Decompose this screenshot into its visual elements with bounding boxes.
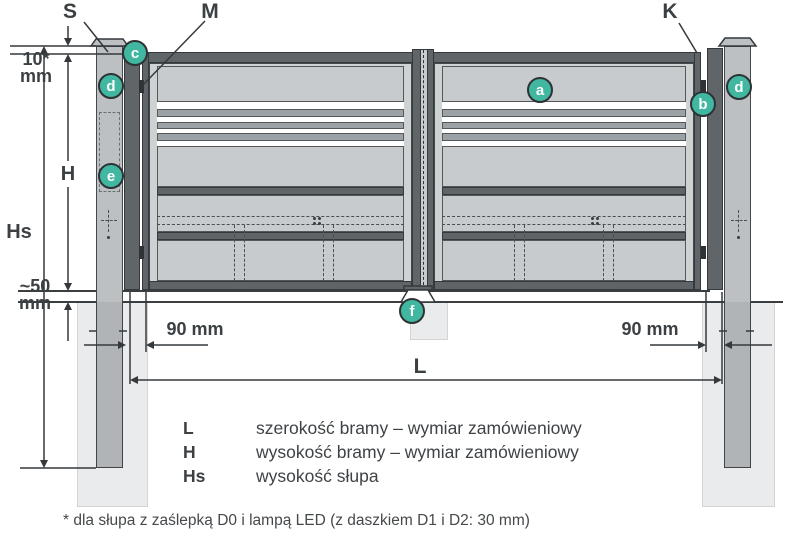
legend-key: Hs	[183, 466, 206, 486]
center-stile	[412, 49, 434, 291]
hinge-bottom-right	[701, 246, 706, 259]
leaf-slat	[442, 133, 686, 141]
drill-mark-left	[108, 210, 109, 232]
callout-c-badge: c	[122, 40, 148, 66]
leaf-panel	[157, 66, 404, 102]
callout-d-badge-left: d	[98, 73, 124, 99]
legend-key: H	[183, 442, 196, 462]
legend-row-h: H wysokość bramy – wymiar zamówieniowy	[183, 442, 579, 463]
leaf-rail	[442, 232, 686, 240]
callout-e-badge: e	[98, 163, 124, 189]
left-post-underground	[96, 302, 123, 468]
leaf-panel	[157, 146, 404, 187]
leaf-bottom-rail	[434, 281, 694, 290]
leader-line-s	[83, 21, 109, 53]
leaf-slat	[157, 122, 404, 129]
leaf-slat	[442, 122, 686, 129]
leaf-rail	[442, 187, 686, 195]
gate-bottom-line	[18, 290, 710, 292]
dim-ground-clearance-unit: mm	[18, 293, 51, 313]
hinge-top-right	[701, 80, 706, 93]
callout-f-badge: f	[399, 298, 425, 324]
dim-post-height: Hs	[6, 221, 32, 243]
leaf-panel	[442, 146, 686, 187]
post-accessory-zone	[99, 112, 120, 192]
label-k: K	[662, 0, 678, 23]
legend-key: L	[183, 418, 194, 438]
hinge-bottom-left	[139, 246, 144, 259]
right-post	[724, 46, 751, 468]
leaf-panel	[442, 240, 686, 281]
legend-desc: szerokość bramy – wymiar zamówieniowy	[256, 418, 582, 438]
right-post-cap	[717, 37, 758, 47]
legend-desc: wysokość słupa	[256, 466, 379, 486]
legend-row-l: L szerokość bramy – wymiar zamówieniowy	[183, 418, 582, 439]
dim-top-offset-unit: mm	[19, 66, 52, 86]
leader-line-k	[678, 22, 698, 54]
leaf-slat	[157, 109, 404, 117]
callout-a-badge: a	[527, 77, 553, 103]
right-post-underground	[724, 302, 751, 468]
hinge-top-left	[139, 80, 144, 93]
leaf-slat	[157, 133, 404, 141]
label-m: M	[201, 0, 219, 23]
footnote: * dla słupa z zaślepką D0 i lampą LED (z…	[63, 512, 530, 529]
callout-d-badge-right: d	[726, 74, 752, 100]
leaf-panel	[157, 195, 404, 232]
callout-b-badge: b	[690, 91, 716, 117]
leaf-rail	[157, 232, 404, 240]
legend-desc: wysokość bramy – wymiar zamówieniowy	[256, 442, 579, 462]
dim-side-gap-left: 90 mm	[166, 319, 224, 339]
label-s: S	[62, 0, 77, 23]
legend-row-hs: Hs wysokość słupa	[183, 466, 379, 487]
leader-line-m	[141, 20, 206, 87]
leaf-rail	[157, 187, 404, 195]
left-post-cap	[89, 38, 130, 47]
dim-side-gap-right: 90 mm	[621, 319, 679, 339]
dim-ground-clearance-value: ~50	[19, 276, 51, 296]
dim-gate-width: L	[413, 355, 427, 378]
dim-gate-height: H	[60, 163, 76, 185]
leaf-panel	[157, 240, 404, 281]
left-post	[96, 46, 123, 468]
drill-mark-right	[738, 210, 739, 232]
dim-top-offset-value: 10*	[22, 49, 50, 69]
leaf-panel	[442, 66, 686, 102]
leaf-panel	[442, 195, 686, 232]
leaf-slat	[442, 109, 686, 117]
